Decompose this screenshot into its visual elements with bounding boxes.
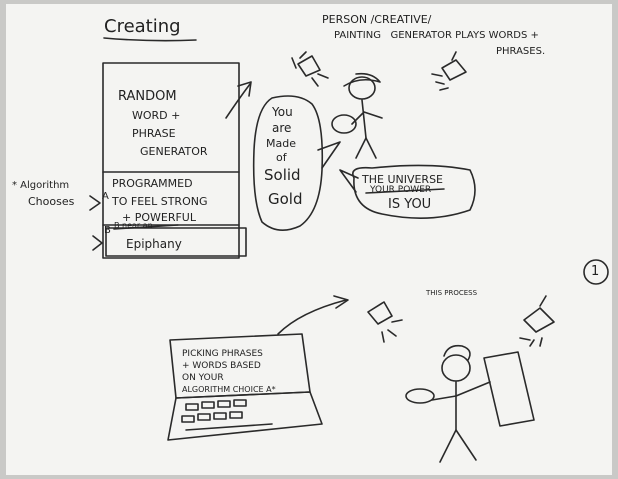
caption-line-2: PAINTING GENERATOR PLAYS WORDS +	[334, 30, 539, 41]
arrow-to-bubble-head	[237, 81, 252, 97]
spotlight-icon	[519, 295, 555, 347]
screen-line-3: ON YOUR	[182, 373, 224, 383]
canvas-board	[483, 351, 535, 427]
heading: Creating	[104, 16, 181, 37]
palette-icon	[405, 388, 435, 404]
page-number-circle	[583, 259, 609, 285]
bubble-right-line-3: IS YOU	[388, 197, 432, 212]
bubble-left-line-6: Gold	[268, 190, 303, 208]
bubble-right-line-1: THE UNIVERSE	[362, 173, 444, 186]
arrow-to-b	[92, 235, 103, 251]
option-a-line-1: TO FEEL STRONG	[112, 195, 208, 208]
screen-line-2: + WORDS BASED	[182, 361, 261, 371]
laptop-base	[167, 391, 323, 441]
bubble-left-line-4: of	[276, 151, 287, 164]
option-b-text: Epiphany	[126, 237, 182, 251]
page-number: 1	[591, 264, 600, 279]
painter-figure	[331, 72, 383, 159]
generator-line-4: GENERATOR	[140, 145, 208, 158]
caption-line-3: PHRASES.	[496, 46, 546, 57]
speech-bubble-left	[252, 95, 324, 231]
caption-line-1: PERSON /CREATIVE/	[322, 13, 432, 26]
option-b-struck: B near an	[114, 221, 153, 230]
screen-line-1: PICKING PHRASES	[182, 349, 263, 359]
arrow-to-bubble	[225, 83, 251, 119]
generator-box	[102, 62, 240, 259]
programmed-label: PROGRAMMED	[112, 177, 193, 190]
algorithm-note-line-2: Chooses	[28, 195, 75, 208]
arrow-to-spotlight-head	[333, 295, 349, 309]
algorithm-note-line-1: * Algorithm	[12, 180, 70, 191]
spotlight-icon	[431, 51, 467, 91]
screen-line-4: ALGORITHM CHOICE A*	[182, 385, 276, 394]
spotlight-icon	[291, 51, 329, 87]
strike-option-b	[113, 224, 179, 230]
speech-bubble-right-tail	[339, 169, 359, 193]
paper-sheet	[6, 4, 612, 475]
bubble-left-line-3: Made	[266, 137, 296, 150]
bubble-left-line-5: Solid	[264, 166, 301, 184]
bubble-right-struck: YOUR POWER	[370, 185, 432, 195]
spotlight-icon	[367, 301, 403, 343]
strike-your-power	[365, 188, 445, 194]
painter-figure	[405, 344, 535, 463]
option-a-line-2: + POWERFUL	[122, 211, 196, 224]
marker-a: A	[102, 191, 109, 202]
laptop-illustration	[167, 333, 323, 441]
speech-bubble-right	[352, 164, 476, 219]
generator-line-2: WORD +	[132, 109, 181, 122]
arrow-to-a	[89, 195, 101, 211]
marker-b: B	[104, 225, 111, 236]
generator-line-1: RANDOM	[118, 89, 177, 104]
process-label: THIS PROCESS	[426, 289, 478, 297]
generator-line-3: PHRASE	[132, 127, 176, 140]
option-b-box	[105, 227, 247, 257]
palette-icon	[331, 114, 357, 134]
speech-bubble-left-tail	[317, 141, 341, 169]
arrow-to-spotlight	[277, 299, 347, 335]
bubble-left-line-2: are	[272, 121, 292, 135]
heading-underline	[103, 37, 197, 42]
bubble-left-line-1: You	[272, 105, 293, 119]
